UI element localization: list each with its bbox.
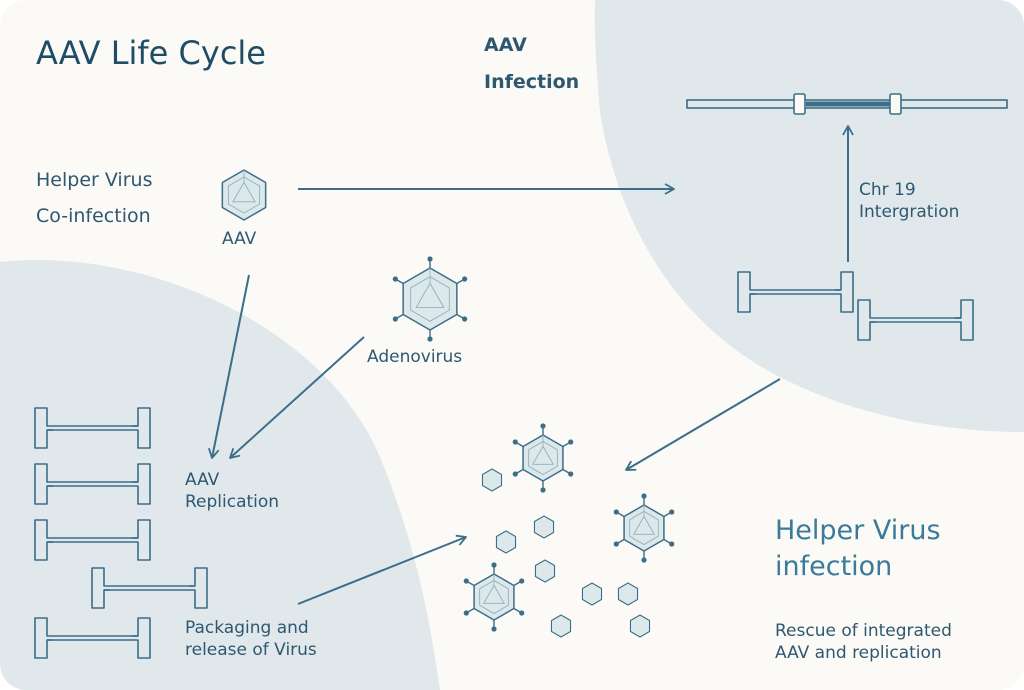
label-packaging-release: Packaging and release of Virus [185, 618, 317, 660]
aav-virion-icon [581, 582, 603, 606]
adenovirus-virion-icon [463, 562, 525, 632]
aav-virion-icon [550, 614, 572, 638]
arrow-rescue-to-virions [625, 378, 781, 471]
label-aav-particle: AAV [222, 229, 257, 249]
adenovirus-virion-icon [392, 256, 468, 342]
aav-genome-replicating [91, 567, 208, 609]
aav-virion-icon [481, 468, 503, 492]
adenovirus-virion-icon [613, 493, 675, 563]
label-aav-infection: AAV Infection [484, 34, 580, 93]
label-adenovirus: Adenovirus [367, 347, 463, 367]
aav-virion-icon [495, 530, 517, 554]
label-helper-virus-coinfection: Helper Virus Co-infection [36, 169, 153, 227]
arrow-adenovirus-to-replication [229, 336, 365, 459]
label-helper-virus-infection: Helper Virus infection [775, 515, 941, 582]
aav-genome-episome [857, 299, 974, 341]
aav-virion-icon [533, 515, 555, 539]
aav-virion-icon [534, 559, 556, 583]
chromosome-19-bar [686, 93, 1008, 115]
label-rescue-integrated-aav: Rescue of integrated AAV and replication [775, 621, 952, 663]
aav-virion-icon [617, 582, 639, 606]
aav-virion-icon [629, 614, 651, 638]
aav-genome-replicating [34, 407, 151, 449]
label-aav-replication: AAV Replication [185, 470, 280, 512]
aav-virion-icon [221, 169, 267, 221]
diagram-title: AAV Life Cycle [36, 34, 266, 72]
aav-genome-replicating [34, 463, 151, 505]
bottom-left-region [0, 260, 440, 690]
arrow-aav-to-replication [208, 274, 250, 459]
label-chr19-integration: Chr 19 Intergration [859, 180, 960, 222]
aav-genome-replicating [34, 617, 151, 659]
arrow-packaging-to-virions [297, 534, 467, 605]
aav-genome-episome [737, 271, 854, 313]
aav-genome-replicating [34, 519, 151, 561]
adenovirus-virion-icon [512, 423, 574, 493]
